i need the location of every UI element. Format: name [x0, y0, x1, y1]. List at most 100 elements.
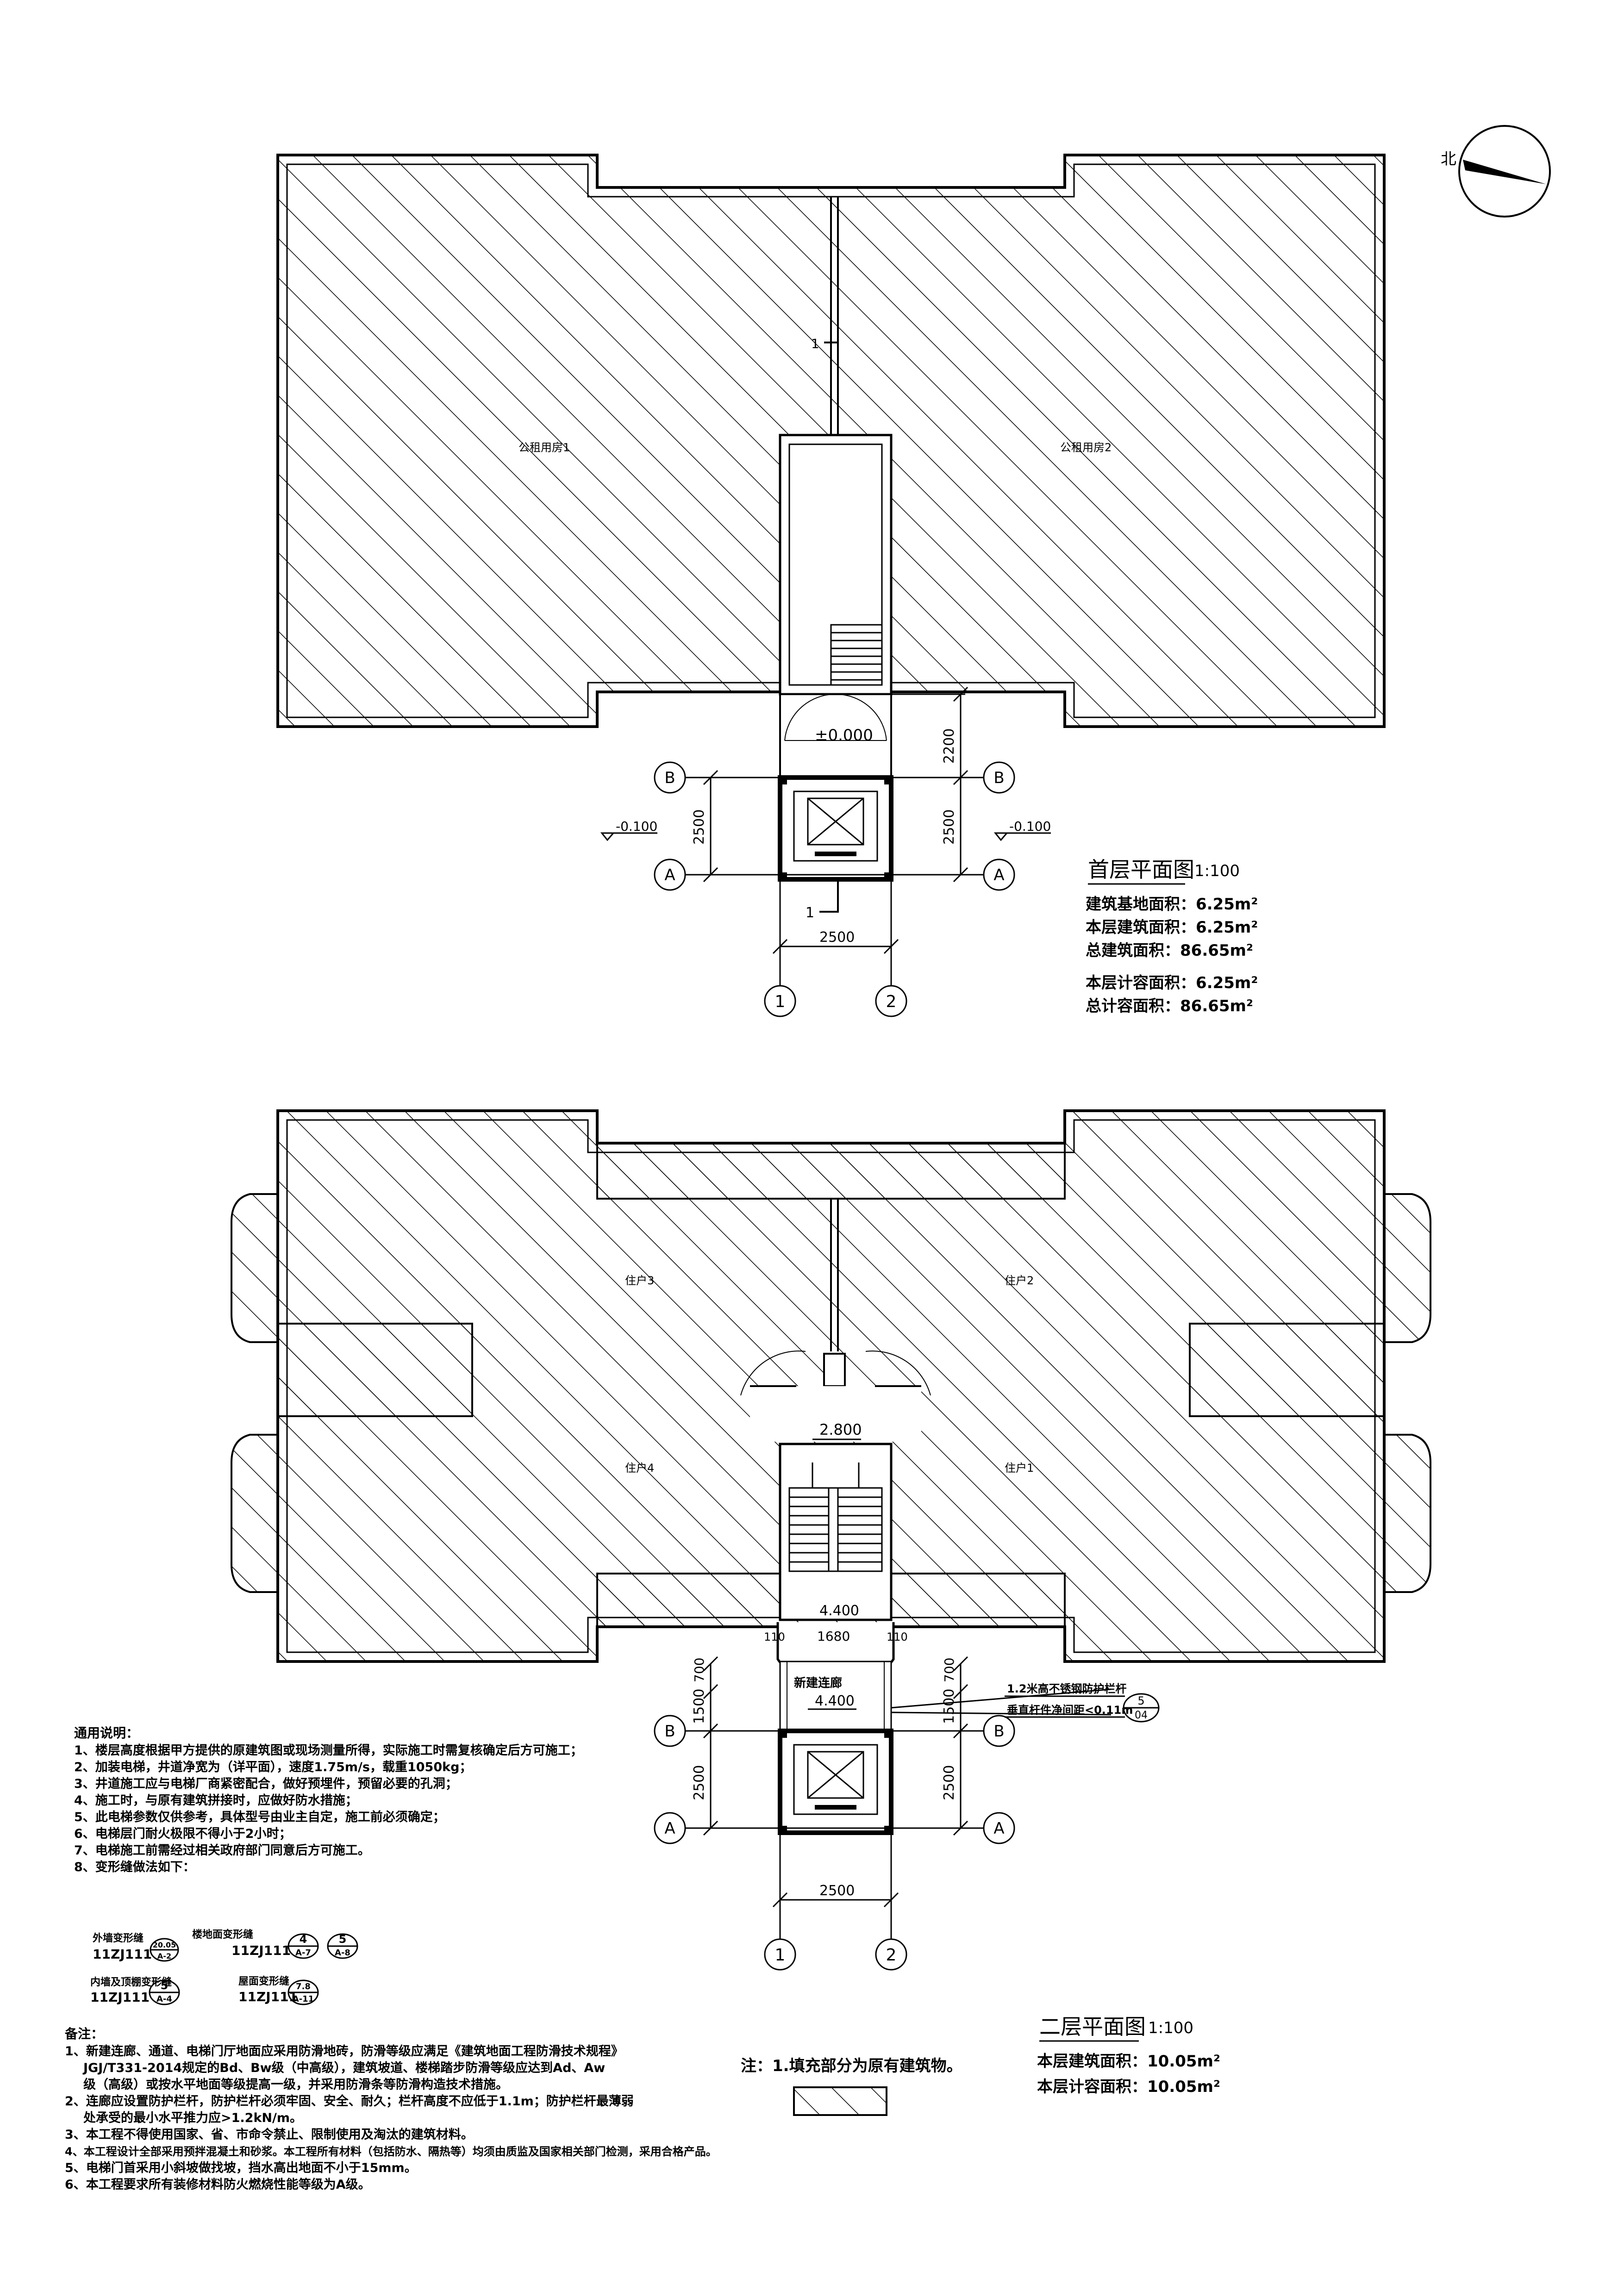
second-axis-A-right: A: [961, 1812, 1015, 1844]
second-floor-scale: 1:100: [1148, 2019, 1193, 2037]
rail-detail-sheet: 04: [1135, 1710, 1148, 1721]
ground-area-2: 总建筑面积：86.65m²: [1086, 941, 1253, 960]
ground-level-left-marker: -0.100: [600, 819, 657, 841]
second-room-tl: 住户3: [625, 1274, 654, 1287]
remark-1c: 级（高级）或按水平地面等级提高一级，并采用防滑条等防滑构造技术措施。: [83, 2078, 508, 2092]
second-dim-2500-left: 2500: [691, 1765, 707, 1800]
svg-text:20.05: 20.05: [153, 1941, 176, 1949]
ground-dim-right: 2500: [941, 809, 957, 845]
svg-text:A-7: A-7: [295, 1948, 311, 1958]
remark-3: 3、本工程不得使用国家、省、市命令禁止、限制使用及淘汰的建筑材料。: [65, 2128, 474, 2142]
remark-1: 1、新建连廊、通道、电梯门厅地面应采用防滑地砖，防滑等级应满足《建筑地面工程防滑…: [65, 2044, 624, 2059]
svg-text:1: 1: [775, 1946, 786, 1965]
second-dim-1500-left: 1500: [691, 1689, 707, 1724]
svg-text:4: 4: [300, 1933, 307, 1946]
general-notes: 通用说明： 1、楼层高度根据甲方提供的原建筑图或现场测量所得，实际施工时需复核确…: [74, 1724, 583, 1876]
ground-area-3: 本层计容面积：6.25m²: [1086, 974, 1258, 992]
svg-text:A: A: [664, 1819, 675, 1838]
ground-floor-scale: 1:100: [1194, 862, 1240, 880]
svg-text:B: B: [993, 769, 1004, 787]
second-axis-B-right: B: [961, 1715, 1015, 1747]
ground-axis-A-right: A: [983, 859, 1015, 891]
section-mark-top: [824, 342, 839, 380]
ground-floor-plan: ±0.000 1 1 公租用房1 公租用房2: [276, 154, 1386, 1017]
general-note-2: 2、加装电梯，井道净宽为（详平面），速度1.75m/s，载重1050kg；: [74, 1760, 472, 1774]
svg-text:-0.100: -0.100: [616, 819, 657, 834]
second-dim-700-right: 700: [942, 1658, 957, 1682]
remarks: 备注： 1、新建连廊、通道、电梯门厅地面应采用防滑地砖，防滑等级应满足《建筑地面…: [65, 2025, 717, 2193]
svg-text:B: B: [664, 1722, 675, 1741]
svg-text:B: B: [993, 1722, 1004, 1741]
ground-level-right-marker: -0.100: [993, 819, 1051, 841]
second-dim-bottom: 2500: [819, 1883, 855, 1899]
second-dim-2500-right: 2500: [941, 1765, 957, 1800]
rail-note-2: 垂直杆件净间距<0.11m: [1007, 1704, 1133, 1717]
ground-axis-1: 1: [764, 972, 796, 1017]
ground-area-0: 建筑基地面积：6.25m²: [1086, 895, 1258, 914]
svg-text:1: 1: [775, 992, 786, 1011]
ground-dim-top: 2200: [941, 728, 957, 764]
svg-text:内墙及顶棚变形缝: 内墙及顶棚变形缝: [90, 1976, 172, 1988]
second-stair-treads: [788, 1462, 883, 1572]
svg-text:外墙变形缝: 外墙变形缝: [93, 1932, 144, 1944]
svg-text:11ZJ111: 11ZJ111: [238, 1989, 298, 2004]
svg-text:A-2: A-2: [157, 1952, 171, 1960]
remark-2b: 处承受的最小水平推力应>1.2kN/m。: [83, 2111, 303, 2125]
section-mark-bottom: [819, 879, 839, 913]
remark-2: 2、连廊应设置防护栏杆，防护栏杆必须牢固、安全、耐久；栏杆高度不应低于1.1m；…: [65, 2094, 634, 2109]
svg-text:屋面变形缝: 屋面变形缝: [238, 1975, 289, 1987]
svg-text:A-11: A-11: [293, 1994, 314, 2004]
ground-dim-bottom: 2500: [819, 929, 855, 946]
second-dim-side-a: 110: [764, 1630, 785, 1643]
svg-text:5: 5: [161, 1979, 169, 1992]
corridor-level: 4.400: [815, 1693, 855, 1709]
ground-axis-B-right: B: [983, 761, 1015, 794]
svg-text:2: 2: [886, 992, 897, 1011]
second-axis-1: 1: [764, 1925, 796, 1971]
remark-1b: JGJ/T331-2014规定的Bd、Bw级（中高级），建筑坡道、楼梯踏步防滑等…: [83, 2061, 606, 2075]
second-dim-gap: 1680: [817, 1629, 850, 1644]
general-note-4: 4、施工时，与原有建筑拼接时，应做好防水措施；: [74, 1793, 358, 1808]
remark-5: 5、电梯门首采用小斜坡做找坡，挡水高出地面不小于15mm。: [65, 2161, 417, 2175]
second-dim-700-left: 700: [692, 1658, 707, 1682]
ground-stair-treads: [830, 624, 883, 686]
second-axis-B-left: B: [654, 1715, 711, 1747]
corridor-label: 新建连廊: [794, 1676, 842, 1690]
joint-symbols: [149, 1933, 358, 2005]
second-room-tr: 住户2: [1005, 1274, 1034, 1287]
ground-axis-2: 2: [875, 972, 907, 1017]
second-dim-1500-right: 1500: [941, 1689, 957, 1724]
joint-texts: 外墙变形缝 11ZJ111 20.05 A-2 楼地面变形缝 11ZJ111 4…: [90, 1929, 350, 2005]
svg-text:11ZJ111: 11ZJ111: [231, 1943, 291, 1958]
section-mark-bottom-label: 1: [806, 905, 814, 921]
svg-text:5: 5: [339, 1933, 347, 1946]
ground-room-left: 公租用房1: [518, 441, 570, 454]
remarks-title: 备注：: [65, 2026, 104, 2041]
second-axis-2: 2: [875, 1925, 907, 1971]
general-note-7: 7、电梯施工前需经过相关政府部门同意后方可施工。: [74, 1843, 370, 1858]
ground-axis-B-left: B: [654, 761, 711, 794]
svg-text:B: B: [664, 769, 675, 787]
second-dim-side-b: 110: [887, 1630, 908, 1643]
second-room-bl: 住户4: [625, 1462, 654, 1475]
ground-dim-left: 2500: [691, 809, 707, 845]
svg-text:A: A: [993, 866, 1004, 884]
svg-text:A-8: A-8: [335, 1948, 350, 1958]
ground-room-right: 公租用房2: [1060, 441, 1112, 454]
ground-area-1: 本层建筑面积：6.25m²: [1086, 918, 1258, 937]
north-compass: 北: [1441, 125, 1551, 218]
rail-detail-num: 5: [1137, 1694, 1144, 1707]
general-note-6: 6、电梯层门耐火极限不得小于2小时；: [74, 1827, 292, 1841]
ground-floor-title: 首层平面图: [1088, 857, 1194, 882]
ground-level-main: ±0.000: [815, 726, 873, 745]
rail-callout: [891, 1688, 1160, 1723]
second-area-0: 本层建筑面积：10.05m²: [1037, 2052, 1220, 2071]
second-axis-A-left: A: [654, 1812, 711, 1844]
second-floor-title: 二层平面图: [1039, 2014, 1146, 2039]
general-note-5: 5、此电梯参数仅供参考，具体型号由业主自定，施工前必须确定；: [74, 1810, 445, 1824]
fill-legend: 注：1.填充部分为原有建筑物。: [741, 2057, 962, 2116]
ground-area-4: 总计容面积：86.65m²: [1086, 997, 1253, 1015]
second-area-1: 本层计容面积：10.05m²: [1037, 2078, 1220, 2096]
remark-4: 4、本工程设计全部采用预拌混凝土和砂浆。本工程所有材料（包括防水、隔热等）均须由…: [65, 2145, 717, 2158]
